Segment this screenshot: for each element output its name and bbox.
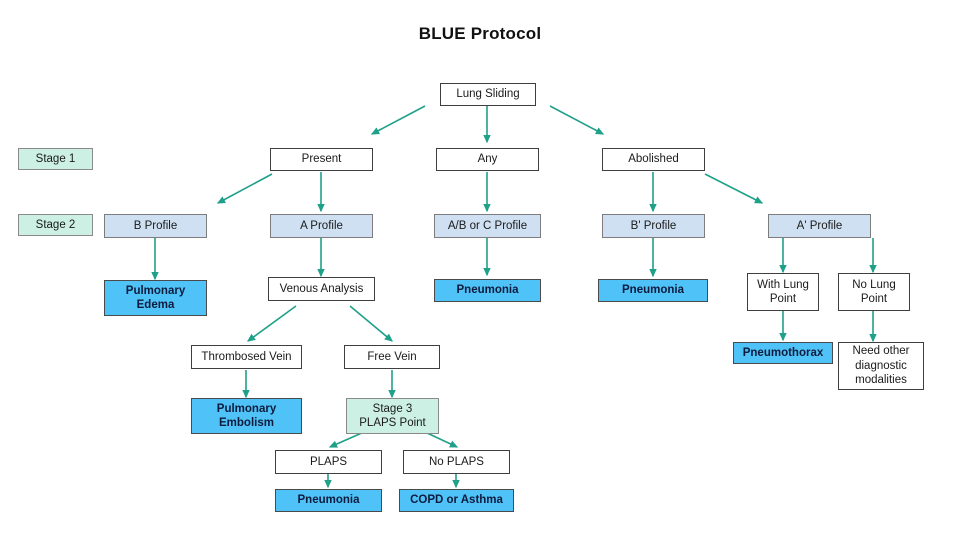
node-copd-or-asthma[interactable]: COPD or Asthma bbox=[399, 489, 514, 512]
node-b-prime-profile[interactable]: B' Profile bbox=[602, 214, 705, 238]
node-stage-3-plaps-point[interactable]: Stage 3 PLAPS Point bbox=[346, 398, 439, 434]
node-a-profile[interactable]: A Profile bbox=[270, 214, 373, 238]
node-stage-1[interactable]: Stage 1 bbox=[18, 148, 93, 170]
node-free-vein[interactable]: Free Vein bbox=[344, 345, 440, 369]
node-stage-2[interactable]: Stage 2 bbox=[18, 214, 93, 236]
node-b-profile[interactable]: B Profile bbox=[104, 214, 207, 238]
node-lung-sliding[interactable]: Lung Sliding bbox=[440, 83, 536, 106]
node-any[interactable]: Any bbox=[436, 148, 539, 171]
node-a-prime-profile[interactable]: A' Profile bbox=[768, 214, 871, 238]
node-pulmonary-edema[interactable]: Pulmonary Edema bbox=[104, 280, 207, 316]
node-pneumonia-center[interactable]: Pneumonia bbox=[434, 279, 541, 302]
node-pneumonia-b-prime[interactable]: Pneumonia bbox=[598, 279, 708, 302]
node-abolished[interactable]: Abolished bbox=[602, 148, 705, 171]
node-plaps[interactable]: PLAPS bbox=[275, 450, 382, 474]
node-with-lung-point[interactable]: With Lung Point bbox=[747, 273, 819, 311]
node-pneumonia-plaps[interactable]: Pneumonia bbox=[275, 489, 382, 512]
node-present[interactable]: Present bbox=[270, 148, 373, 171]
node-pulmonary-embolism[interactable]: Pulmonary Embolism bbox=[191, 398, 302, 434]
page-title: BLUE Protocol bbox=[418, 24, 542, 43]
node-need-other-modalities[interactable]: Need other diagnostic modalities bbox=[838, 342, 924, 390]
node-thrombosed-vein[interactable]: Thrombosed Vein bbox=[191, 345, 302, 369]
node-no-plaps[interactable]: No PLAPS bbox=[403, 450, 510, 474]
node-no-lung-point[interactable]: No Lung Point bbox=[838, 273, 910, 311]
node-venous-analysis[interactable]: Venous Analysis bbox=[268, 277, 375, 301]
node-pneumothorax[interactable]: Pneumothorax bbox=[733, 342, 833, 364]
node-ab-or-c-profile[interactable]: A/B or C Profile bbox=[434, 214, 541, 238]
